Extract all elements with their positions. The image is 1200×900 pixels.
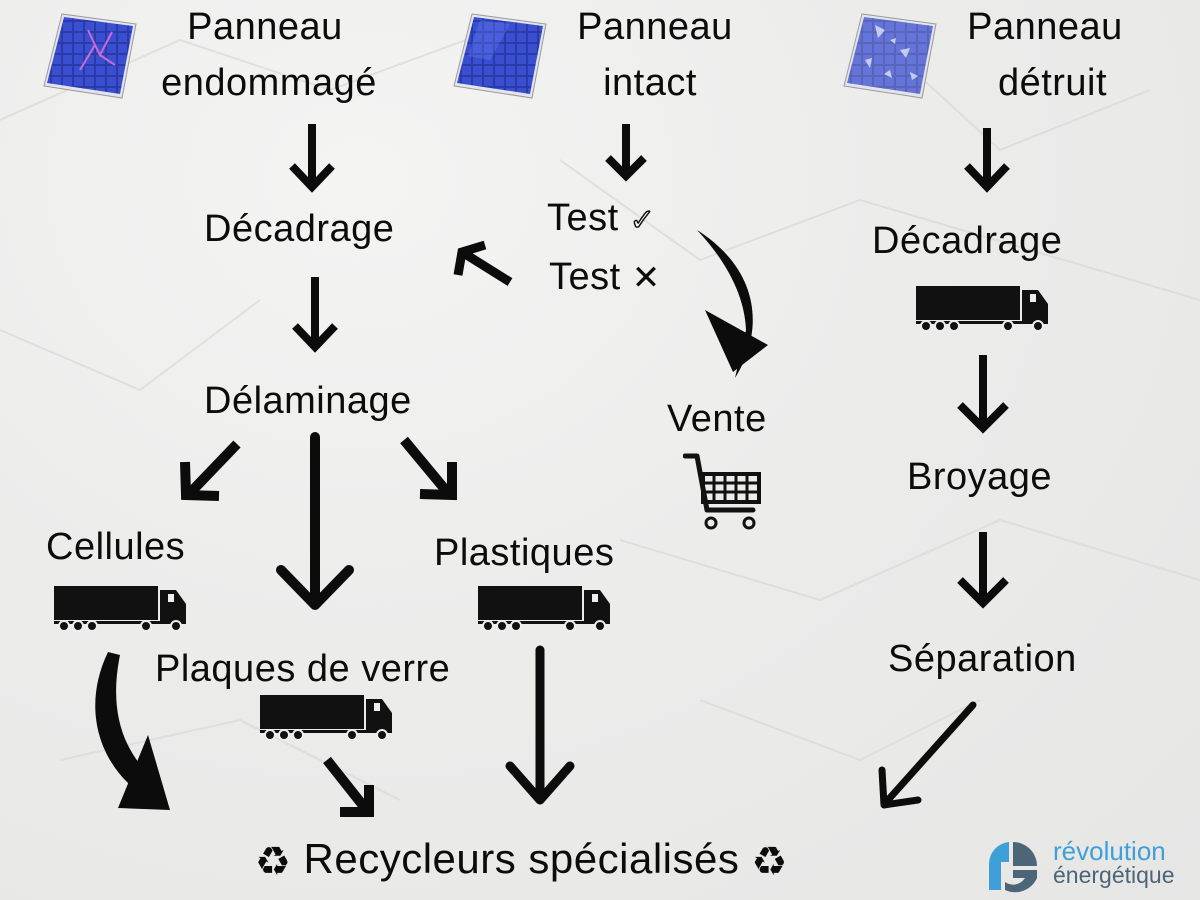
test-pass: Test ✓ <box>547 197 656 239</box>
test-pass-label: Test <box>547 197 619 239</box>
title-intact-line2: intact <box>603 62 697 104</box>
brand-logo: révolution énergétique <box>985 838 1195 894</box>
cross-icon: ✕ <box>631 259 661 297</box>
logo-line1: révolution <box>1053 836 1166 866</box>
arrow-down-right-icon <box>323 756 374 817</box>
curved-arrow-icon <box>697 230 768 378</box>
truck-icon <box>260 695 392 741</box>
arrow-down-icon <box>292 277 338 353</box>
recycle-icon: ♻ <box>255 839 292 884</box>
step-broyage: Broyage <box>907 456 1053 498</box>
arrow-up-left-icon <box>453 240 513 286</box>
solar-panel-destroyed-icon <box>843 13 937 99</box>
step-decadrage-damaged: Décadrage <box>204 208 395 250</box>
arrow-down-icon <box>957 355 1009 434</box>
recycle-icon: ♻ <box>751 839 788 884</box>
arrow-down-icon <box>505 645 575 805</box>
arrow-down-left-icon <box>878 701 977 809</box>
recyclers-footer: ♻ Recycleurs spécialisés ♻ <box>255 838 788 882</box>
truck-icon <box>478 586 610 632</box>
solar-panel-damaged-icon <box>43 13 137 99</box>
arrow-down-left-icon <box>180 440 241 501</box>
sale-label: Vente <box>667 398 767 440</box>
logo-e-icon <box>988 842 1037 893</box>
output-plastics: Plastiques <box>434 532 615 574</box>
title-damaged-line2: endommagé <box>161 62 377 104</box>
arrow-down-icon <box>964 128 1010 193</box>
checkmark-icon: ✓ <box>629 204 656 237</box>
title-damaged-line1: Panneau <box>187 6 343 48</box>
step-separation: Séparation <box>888 638 1077 680</box>
output-glass: Plaques de verre <box>155 648 451 690</box>
arrow-down-right-icon <box>400 436 457 501</box>
solar-panel-icon <box>453 13 547 99</box>
shopping-cart-icon <box>683 453 761 530</box>
title-destroyed-line1: Panneau <box>967 6 1123 48</box>
step-delaminage: Délaminage <box>204 380 412 422</box>
test-fail-label: Test <box>549 256 621 298</box>
title-intact-line1: Panneau <box>577 6 733 48</box>
arrow-down-icon <box>289 124 335 193</box>
recyclers-label: Recycleurs spécialisés <box>303 835 740 882</box>
arrow-down-icon <box>276 432 354 610</box>
truck-icon <box>54 586 186 632</box>
truck-icon <box>916 286 1048 332</box>
output-cells: Cellules <box>46 526 186 568</box>
curved-arrow-icon <box>95 652 170 810</box>
logo-line2: énergétique <box>1053 862 1175 888</box>
step-decadrage-destroyed: Décadrage <box>872 220 1063 262</box>
title-destroyed-line2: détruit <box>997 62 1108 104</box>
test-fail: Test ✕ <box>549 258 661 296</box>
arrow-down-icon <box>605 124 647 182</box>
arrow-down-icon <box>957 532 1009 609</box>
